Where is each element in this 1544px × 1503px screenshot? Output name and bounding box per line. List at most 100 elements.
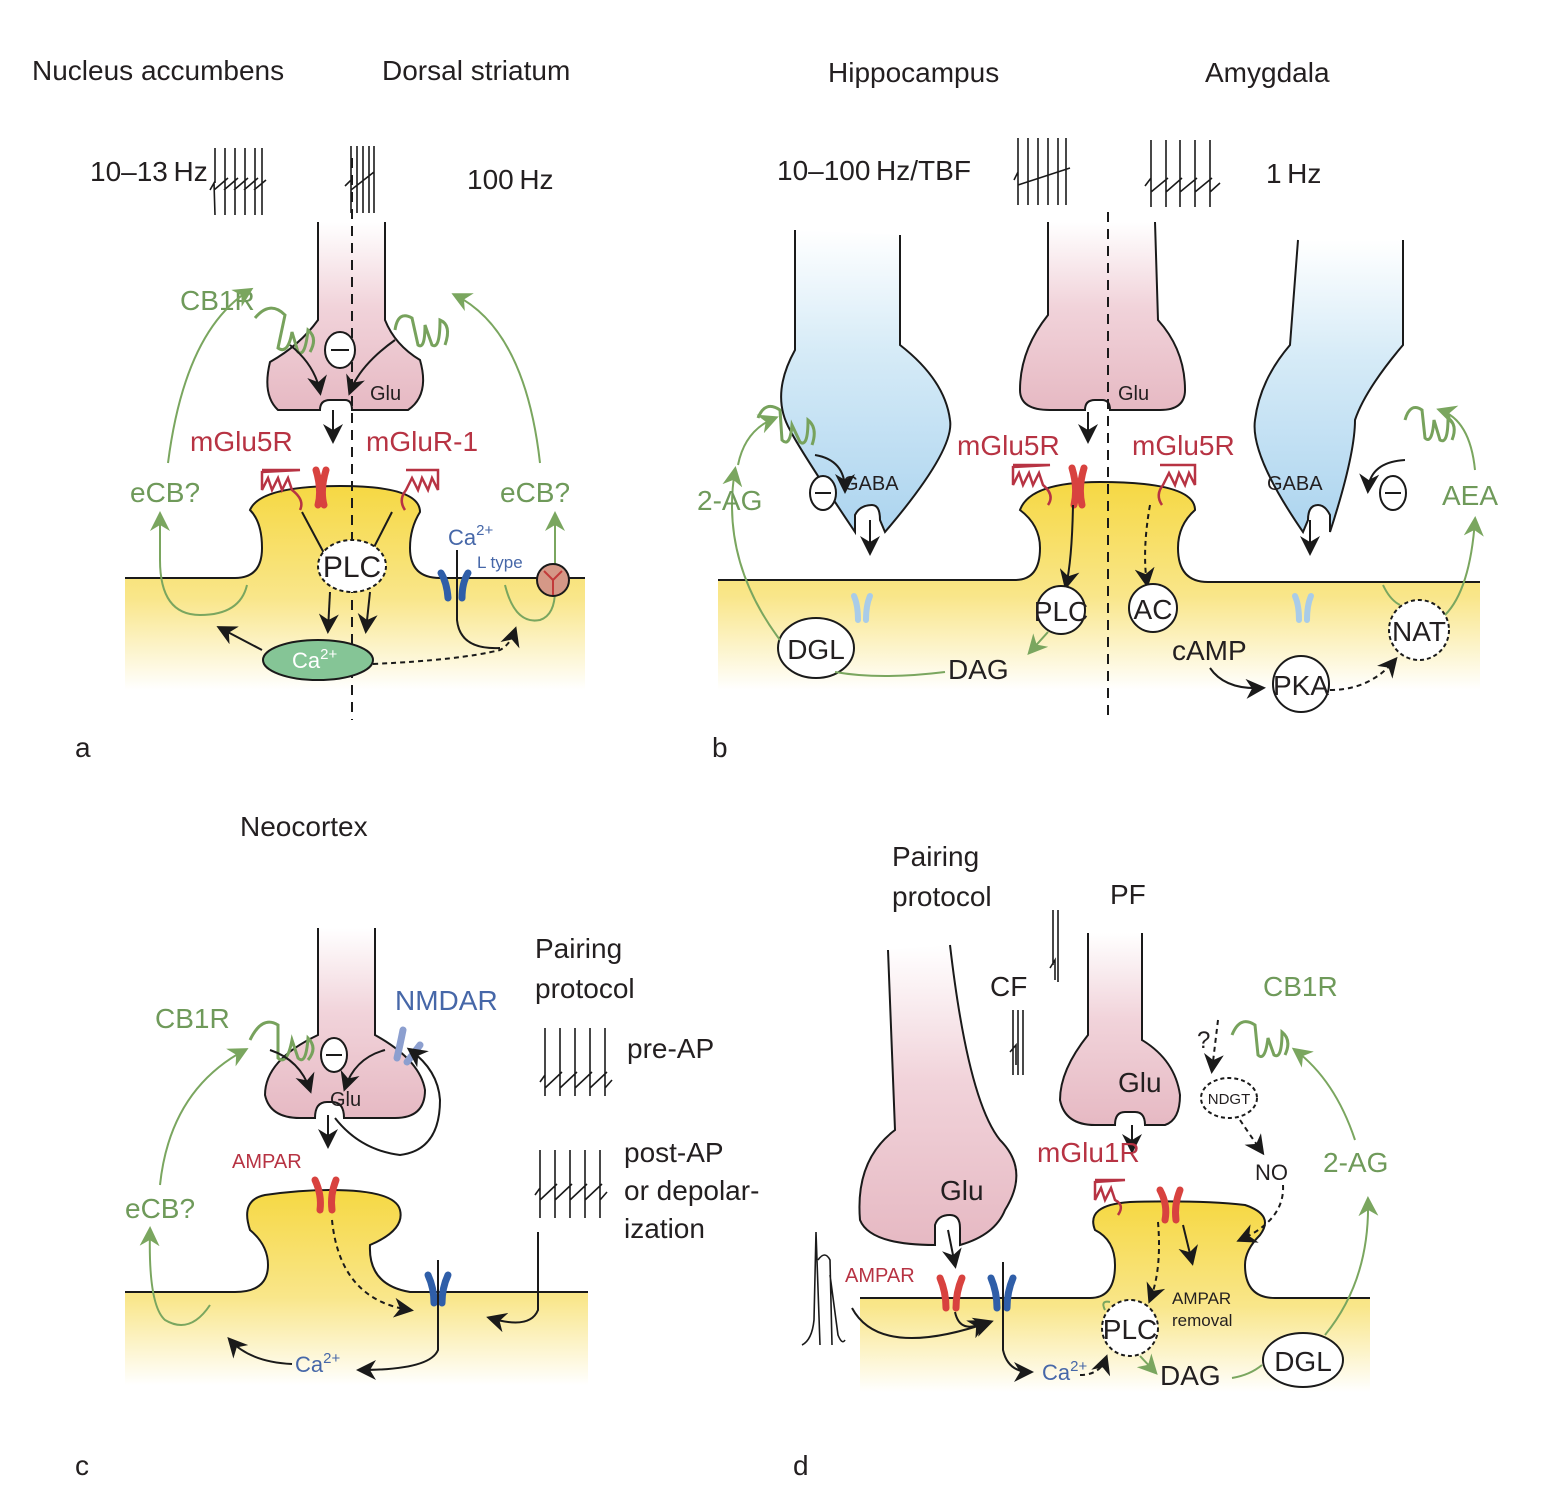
cf-label: CF: [990, 971, 1027, 1002]
ac-label: AC: [1134, 594, 1173, 625]
mglu5r-label-right: mGlu5R: [1132, 430, 1235, 461]
panel-letter-c: c: [75, 1450, 89, 1481]
aea-label: AEA: [1442, 480, 1498, 511]
cb1r-receptor-icon: [248, 1020, 315, 1062]
glu-label: Glu: [330, 1089, 361, 1111]
glu-label-left: Glu: [940, 1175, 984, 1206]
panel-a: Nucleus accumbens Dorsal striatum 10–13 …: [32, 55, 585, 763]
panel-c: Neocortex CB1R NMDAR Glu AMPAR Ca2+ eCB?…: [75, 811, 759, 1481]
cb1r-receptor-icon: [1230, 1020, 1290, 1059]
glu-label: Glu: [370, 383, 401, 405]
panel-d: Pairing protocol PF CF Glu Glu CB1R ? ND…: [793, 841, 1388, 1481]
dgl-node: [777, 617, 855, 679]
complex-spike-icon: [801, 1231, 846, 1346]
dgl-label: DGL: [1274, 1346, 1332, 1377]
ampar-removal-label-line2: removal: [1172, 1311, 1232, 1330]
nmdar-label: NMDAR: [395, 985, 498, 1016]
spike-train-icon: [209, 148, 267, 216]
mglur1-receptor-icon: [400, 468, 440, 511]
post-ap-label-line1: post-AP: [624, 1137, 724, 1168]
pka-label: PKA: [1273, 670, 1329, 701]
mglu5r-label-left: mGlu5R: [957, 430, 1060, 461]
pka-node: [1272, 655, 1330, 713]
ecb-label-right: eCB?: [500, 477, 570, 508]
no-label: NO: [1255, 1160, 1288, 1185]
gaba-label-right: GABA: [1267, 473, 1323, 495]
region-title-amygdala: Amygdala: [1205, 57, 1330, 88]
ampar-removal-label-line1: AMPAR: [1172, 1289, 1231, 1308]
cb1r-label: CB1R: [155, 1003, 230, 1034]
spike-train-icon: [344, 146, 375, 213]
gabaa-receptor-icon: [1292, 593, 1314, 623]
calcium-pool: [262, 639, 374, 681]
frequency-label-right: 1 Hz: [1266, 158, 1321, 189]
glu-label-right: Glu: [1118, 1067, 1162, 1098]
spike-train-icon: [1049, 910, 1059, 982]
nat-node: [1388, 599, 1450, 661]
plc-node: [1101, 1299, 1159, 1357]
postsynaptic-neuron: [125, 1190, 588, 1385]
pf-label: PF: [1110, 879, 1146, 910]
climbing-fiber-terminal: [858, 944, 1018, 1247]
spike-train-icon: [534, 1150, 608, 1218]
presynaptic-terminal: [1018, 221, 1187, 411]
region-title-hippocampus: Hippocampus: [828, 57, 999, 88]
ampar-label: AMPAR: [232, 1151, 302, 1173]
panel-letter-a: a: [75, 732, 91, 763]
dag-label: DAG: [1160, 1360, 1221, 1391]
region-title-neocortex: Neocortex: [240, 811, 368, 842]
postsynaptic-neuron: [718, 482, 1480, 690]
pairing-label-line2: protocol: [535, 973, 635, 1004]
cb1r-receptor-icon: [253, 306, 315, 355]
pairing-label-line1: Pairing: [892, 841, 979, 872]
mglu1r-label: mGlu1R: [1037, 1137, 1140, 1168]
calcium-label: Ca2+: [292, 646, 337, 673]
camp-label: cAMP: [1172, 635, 1247, 666]
ampar-receptor-icon: [1156, 1186, 1184, 1224]
gabaa-receptor-icon: [851, 593, 873, 623]
nmdar-channel-icon: [424, 1271, 452, 1307]
frequency-label-left: 10–100 Hz/TBF: [777, 155, 971, 186]
spike-train-icon: [1009, 1010, 1024, 1075]
pairing-label-line2: protocol: [892, 881, 992, 912]
ampar-receptor-icon: [1068, 464, 1088, 509]
panel-b: Hippocampus Amygdala 10–100 Hz/TBF 1 Hz …: [697, 57, 1498, 763]
cb1r-receptor-icon: [393, 314, 450, 348]
calcium-channel-icon: [987, 1274, 1017, 1312]
spike-train-icon: [539, 1028, 613, 1096]
calcium-label: Ca2+: [295, 1350, 340, 1377]
region-title-nucleus-accumbens: Nucleus accumbens: [32, 55, 284, 86]
plc-label: PLC: [1034, 596, 1088, 627]
mglu1r-receptor-icon: [1093, 1178, 1126, 1216]
mglu5r-label: mGlu5R: [190, 426, 293, 457]
pre-ap-label: pre-AP: [627, 1033, 714, 1064]
dgl-label: DGL: [787, 634, 845, 665]
mglu5r-receptor-icon: [1011, 463, 1052, 506]
plc-node: [317, 539, 387, 593]
dag-label: DAG: [948, 654, 1009, 685]
ampar-receptor-icon: [936, 1274, 966, 1312]
cb1r-receptor-icon: [756, 404, 816, 446]
mglu5r-receptor-icon: [1157, 463, 1197, 506]
nat-label: NAT: [1392, 616, 1446, 647]
ecb-label: eCB?: [125, 1193, 195, 1224]
cb1r-label: CB1R: [180, 285, 255, 316]
gaba-label-left: GABA: [843, 473, 899, 495]
cb1r-label: CB1R: [1263, 971, 1338, 1002]
pairing-label-line1: Pairing: [535, 933, 622, 964]
ca-channel-label: Ca2+: [448, 522, 493, 550]
gaba-terminal-right: [1253, 239, 1404, 535]
panel-letter-b: b: [712, 732, 728, 763]
frequency-label-right: 100 Hz: [467, 164, 554, 195]
ndgt-label: NDGT: [1208, 1091, 1251, 1108]
panel-letter-d: d: [793, 1450, 809, 1481]
post-ap-label-line3: ization: [624, 1213, 705, 1244]
plc-label: PLC: [1103, 1314, 1157, 1345]
parallel-fiber-terminal: [1058, 933, 1182, 1126]
ac-node: [1128, 583, 1178, 633]
presynaptic-terminal: [263, 928, 427, 1119]
spike-train-icon: [1013, 138, 1071, 205]
ampar-label: AMPAR: [845, 1265, 915, 1287]
glu-label: Glu: [1118, 383, 1149, 405]
calcium-label: Ca2+: [1042, 1358, 1087, 1385]
